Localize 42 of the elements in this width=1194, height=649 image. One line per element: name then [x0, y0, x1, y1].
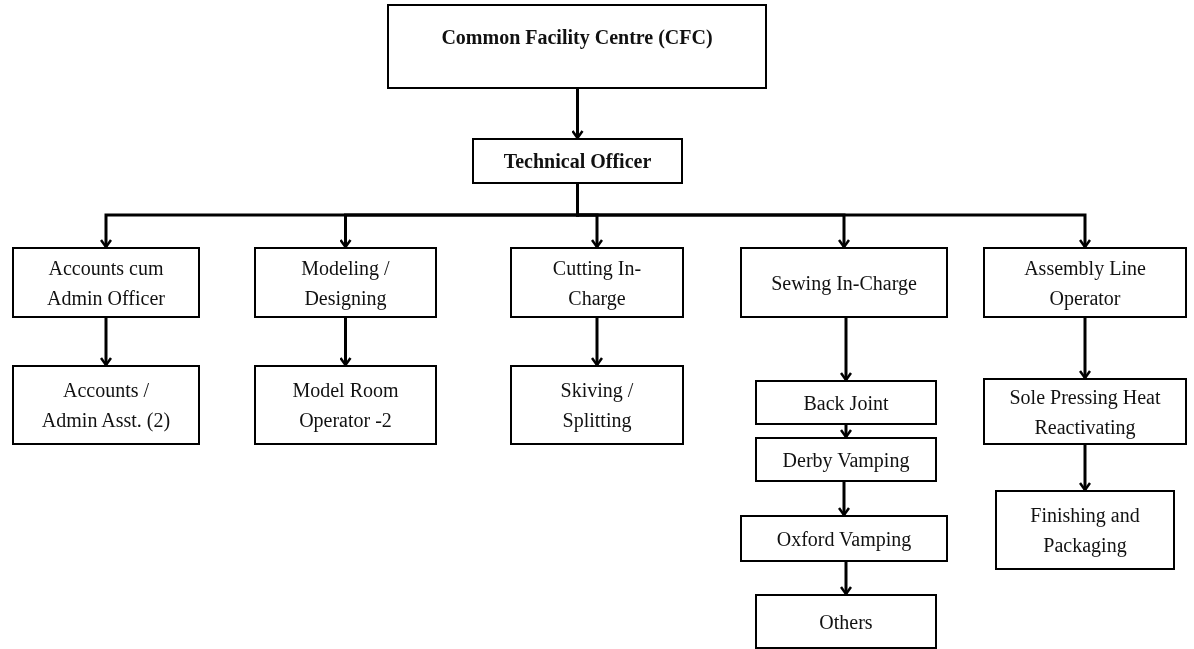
- arrow: [1078, 318, 1092, 380]
- org-box: [740, 247, 948, 318]
- box-label: Finishing and Packaging: [1029, 503, 1141, 559]
- box-label: Oxford Vamping: [775, 526, 913, 553]
- box-label: Back Joint: [802, 390, 890, 416]
- org-box: [254, 247, 437, 318]
- arrow: [99, 318, 113, 367]
- org-box: [755, 437, 937, 482]
- org-box: [510, 247, 684, 318]
- box-label: Derby Vamping: [781, 447, 911, 474]
- arrow: [590, 318, 604, 367]
- org-box: [12, 247, 200, 318]
- arrow: [1078, 445, 1092, 492]
- box-label: Cutting In-Charge: [551, 255, 643, 312]
- box-label: Assembly Line Operator: [1023, 255, 1147, 312]
- arrow: [839, 318, 853, 382]
- box-label: Accounts / Admin Asst. (2): [40, 378, 172, 434]
- box-label: Model Room Operator -2: [291, 378, 400, 434]
- org-box: [983, 247, 1187, 318]
- box-label: Technical Officer: [502, 149, 653, 174]
- box-label: Sole Pressing Heat Reactivating: [1008, 384, 1162, 441]
- org-box: [995, 490, 1175, 570]
- org-box: [755, 380, 937, 425]
- box-label: Modeling / Designing: [300, 255, 391, 312]
- org-box: [740, 515, 948, 562]
- box-label: Others: [818, 609, 874, 635]
- arrow: [839, 425, 853, 439]
- arrow: [837, 482, 851, 517]
- box-label: Common Facility Centre (CFC): [440, 25, 714, 51]
- box-label: Accounts cum Admin Officer: [46, 255, 166, 311]
- org-box: [510, 365, 684, 445]
- arrow: [339, 318, 352, 367]
- box-label: Skiving / Splitting: [559, 378, 635, 434]
- org-box: [254, 365, 437, 445]
- org-box: [12, 365, 200, 445]
- box-label: Sewing In-Charge: [770, 270, 918, 297]
- arrow: [571, 89, 584, 140]
- org-box: [983, 378, 1187, 445]
- org-box: [755, 594, 937, 649]
- org-box: [387, 4, 767, 89]
- arrow: [839, 562, 853, 596]
- org-box: [472, 138, 683, 184]
